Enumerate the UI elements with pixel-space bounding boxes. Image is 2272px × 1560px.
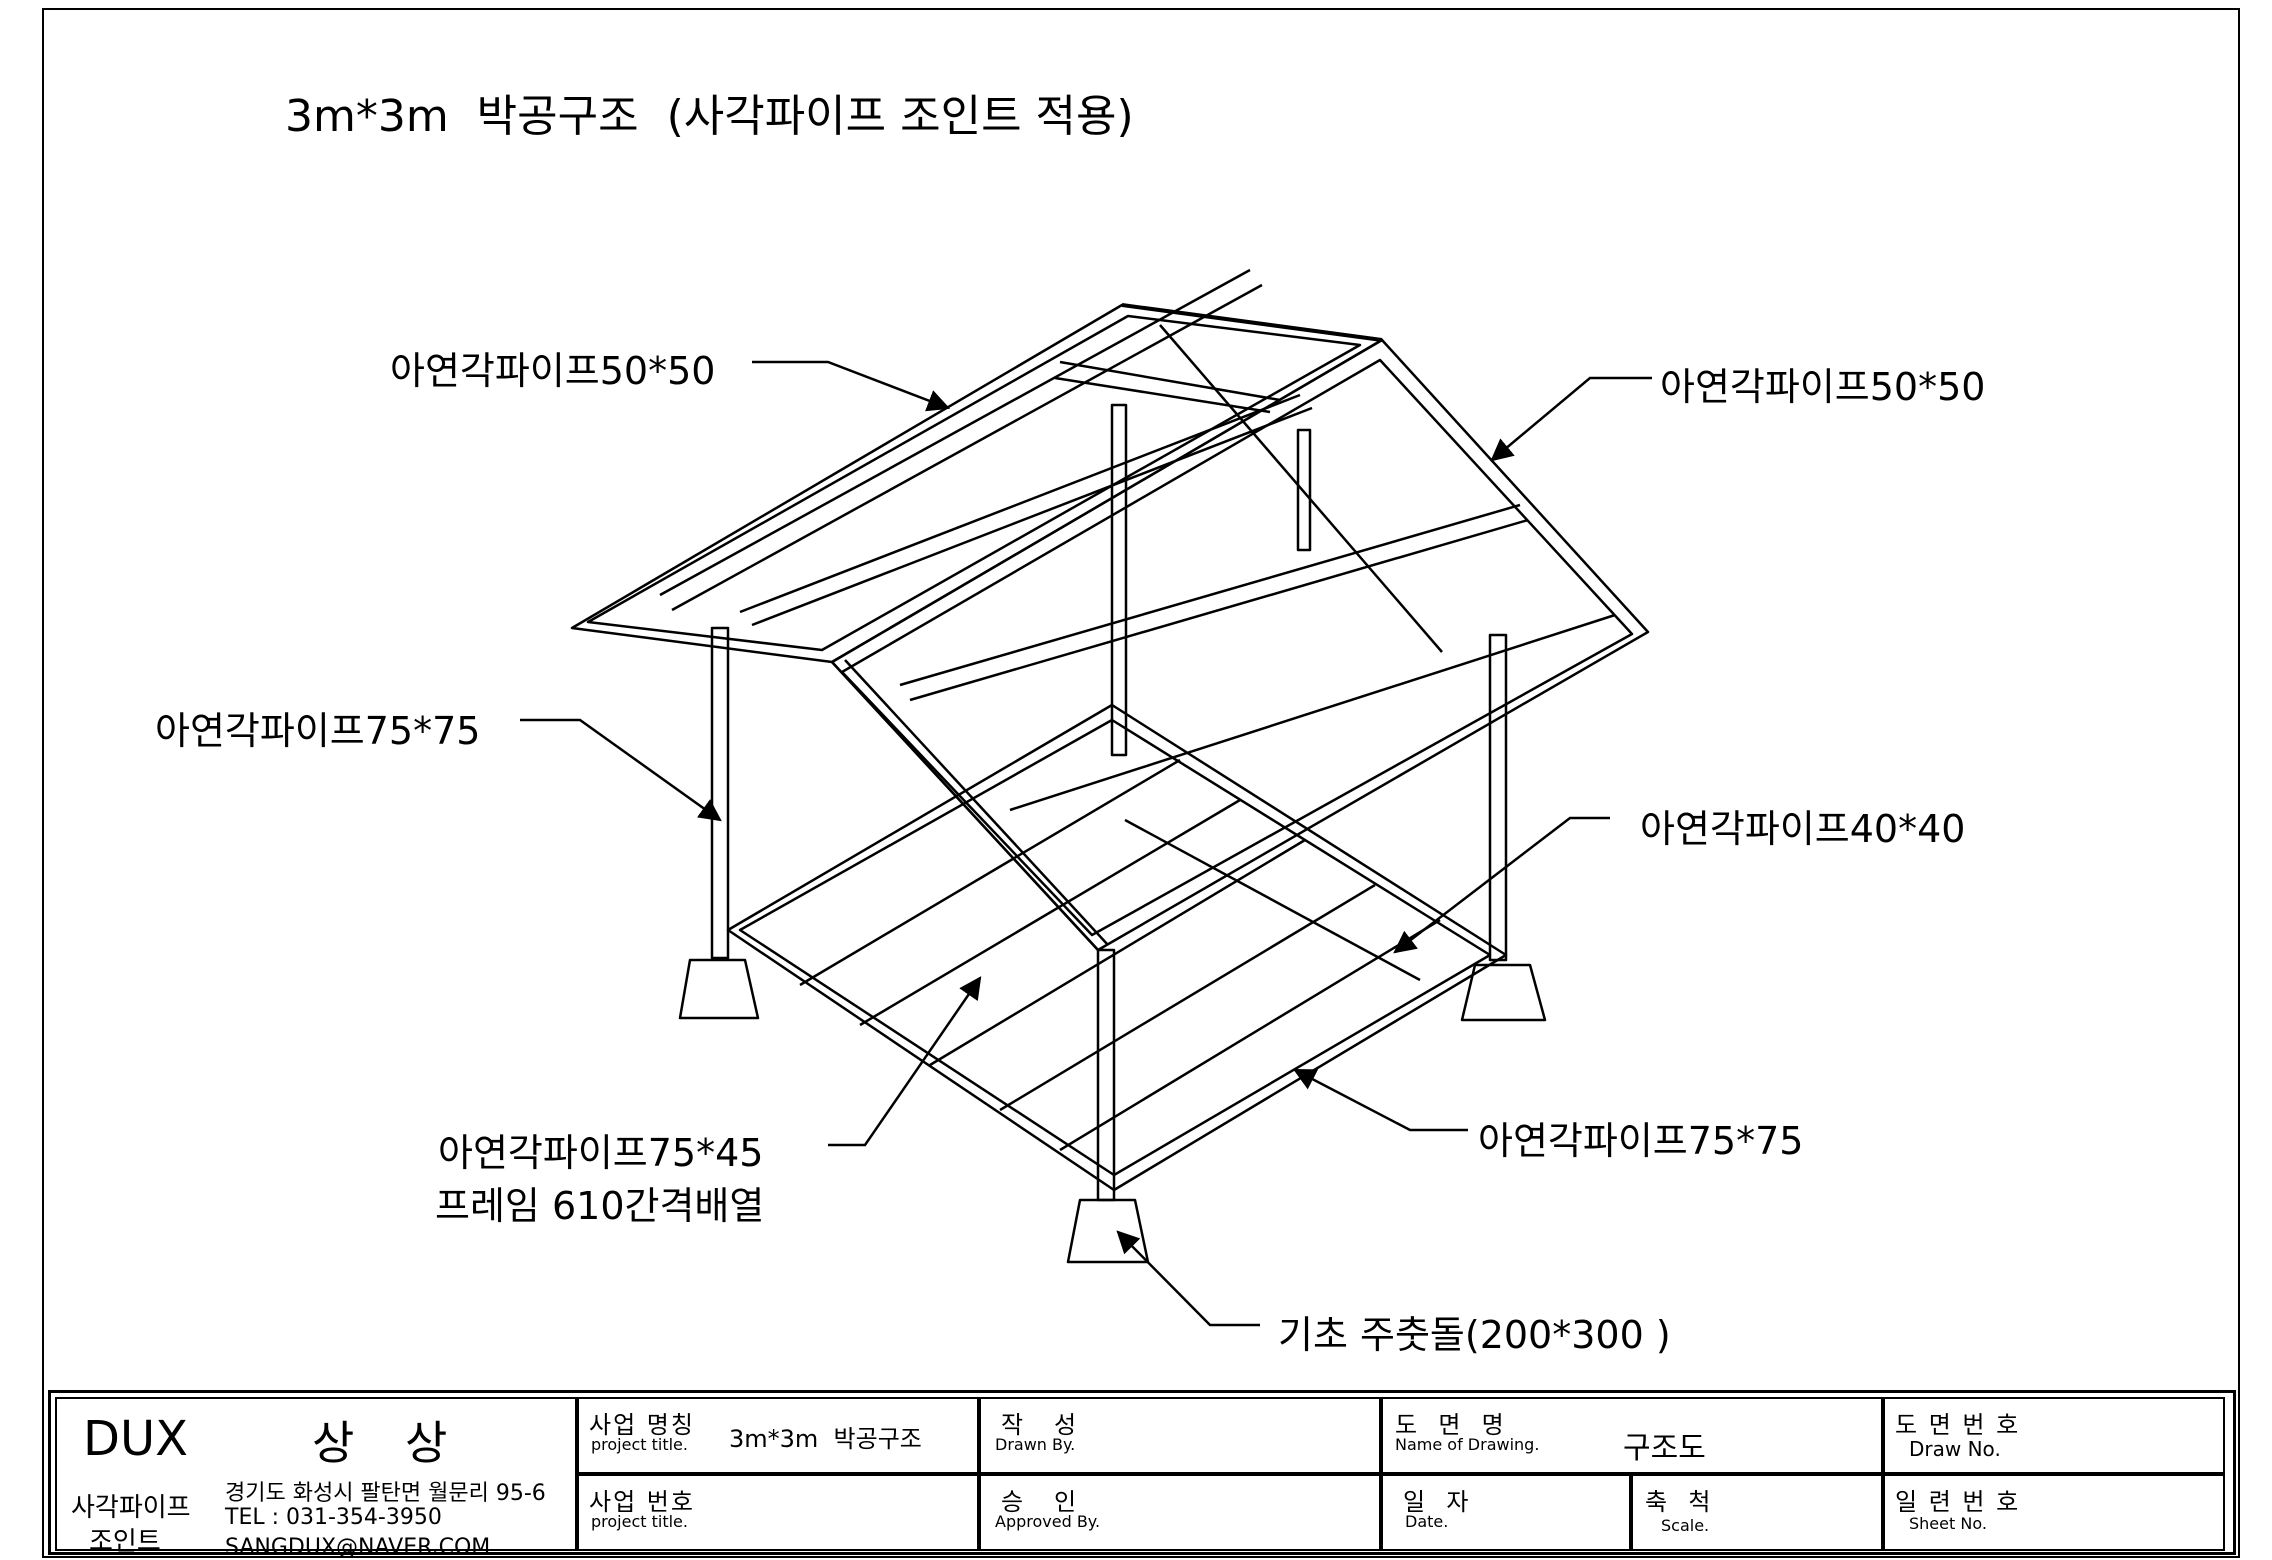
footing-front xyxy=(1066,1198,1150,1264)
company-address: 경기도 화성시 팔탄면 월문리 95-6 xyxy=(225,1481,546,1506)
scale-label-en: Scale. xyxy=(1661,1516,1710,1535)
brand-logo-text: DUX xyxy=(83,1411,188,1467)
project-no-label-en: project title. xyxy=(591,1512,688,1531)
approved-by-cell: 승 인 Approved By. xyxy=(979,1474,1381,1551)
draw-no-cell: 도 면 번 호 Draw No. xyxy=(1883,1397,2225,1474)
project-name-label-en: project title. xyxy=(591,1435,688,1454)
sheet-no-label: 일 련 번 호 xyxy=(1895,1488,2021,1516)
project-name-cell: 사업 명칭 project title. 3m*3m 박공구조 xyxy=(577,1397,979,1474)
post-back-right xyxy=(1488,633,1508,962)
footing-left xyxy=(678,958,760,1020)
sheet-no-cell: 일 련 번 호 Sheet No. xyxy=(1883,1474,2225,1551)
date-label: 일 자 xyxy=(1403,1488,1471,1516)
post-front-left xyxy=(710,626,730,960)
footing-right xyxy=(1460,963,1547,1022)
drawing-name-value: 구조도 xyxy=(1623,1431,1706,1466)
drawn-by-cell: 작 성 Drawn By. xyxy=(979,1397,1381,1474)
label-footing: 기초 주춧돌(200*300 ) xyxy=(1278,1313,1671,1357)
date-label-en: Date. xyxy=(1405,1512,1449,1531)
drawn-by-label-en: Drawn By. xyxy=(995,1435,1076,1454)
post-back-left xyxy=(1110,403,1128,757)
date-cell: 일 자 Date. xyxy=(1381,1474,1631,1551)
company-type-line2: 조인트 xyxy=(89,1527,161,1557)
drawing-name-label: 도 면 명 xyxy=(1395,1411,1506,1439)
drawn-by-label: 작 성 xyxy=(1001,1411,1079,1439)
project-no-label: 사업 번호 xyxy=(589,1488,695,1516)
label-frame-spacing: 프레임 610간격배열 xyxy=(435,1184,765,1228)
label-roof-left: 아연각파이프50*50 xyxy=(390,349,716,393)
title-block: DUX 상 상 사각파이프 조인트 경기도 화성시 팔탄면 월문리 95-6 T… xyxy=(48,1390,2236,1560)
sheet-no-label-en: Sheet No. xyxy=(1909,1514,1987,1533)
label-roof-right: 아연각파이프50*50 xyxy=(1660,365,1986,409)
company-type-line1: 사각파이프 xyxy=(71,1493,191,1523)
label-joist: 아연각파이프40*40 xyxy=(1640,807,1966,851)
drawing-name-cell: 도 면 명 Name of Drawing. 구조도 xyxy=(1381,1397,1883,1474)
drawing-name-label-en: Name of Drawing. xyxy=(1395,1435,1540,1454)
label-floor-frame: 아연각파이프75*45 xyxy=(438,1131,764,1175)
company-tel: TEL : 031-354-3950 xyxy=(225,1505,442,1530)
company-cell: DUX 상 상 사각파이프 조인트 경기도 화성시 팔탄면 월문리 95-6 T… xyxy=(55,1397,577,1560)
post-front-center xyxy=(1096,948,1116,1202)
scale-label: 축 척 xyxy=(1645,1488,1713,1516)
floor-frame xyxy=(726,703,1508,1192)
label-post: 아연각파이프75*75 xyxy=(155,709,481,753)
drawing-title: 3m*3m 박공구조 (사각파이프 조인트 적용) xyxy=(285,91,1134,142)
project-name-label: 사업 명칭 xyxy=(589,1411,695,1439)
company-email: SANGDUX@NAVER.COM xyxy=(225,1535,491,1560)
draw-no-label-en: Draw No. xyxy=(1909,1437,2001,1461)
draw-no-label: 도 면 번 호 xyxy=(1895,1411,2021,1439)
approved-by-label-en: Approved By. xyxy=(995,1512,1101,1531)
project-no-cell: 사업 번호 project title. xyxy=(577,1474,979,1551)
project-name-value: 3m*3m 박공구조 xyxy=(729,1425,922,1453)
brand-name: 상 상 xyxy=(312,1416,466,1470)
label-base-beam: 아연각파이프75*75 xyxy=(1478,1119,1804,1163)
approved-by-label: 승 인 xyxy=(1001,1488,1079,1516)
scale-cell: 축 척 Scale. xyxy=(1631,1474,1883,1551)
